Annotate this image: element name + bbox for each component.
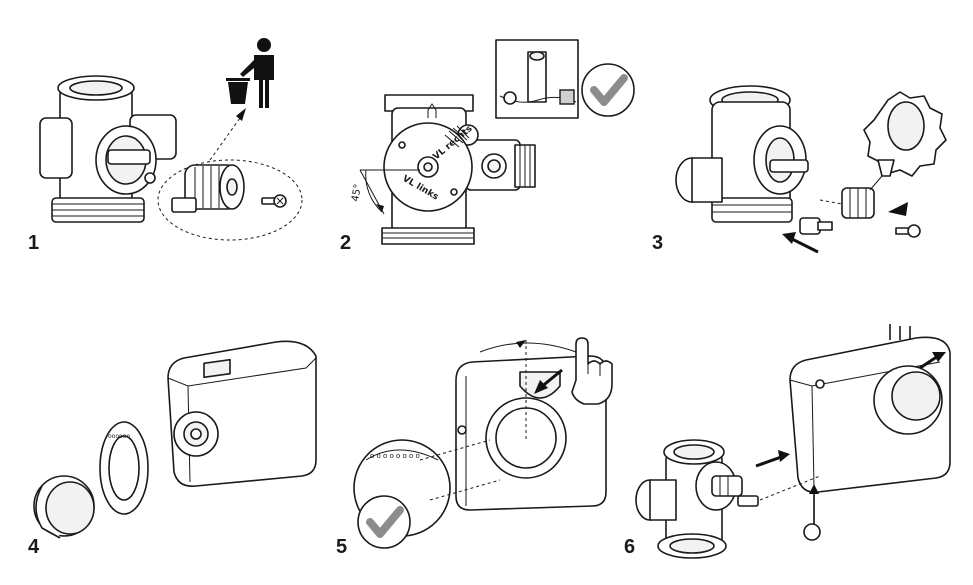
step-number: 6 <box>624 536 636 558</box>
inset-detail <box>495 39 579 119</box>
handwheel-knob <box>171 164 245 213</box>
svg-text:o o o o o o o o: o o o o o o o o <box>370 452 420 460</box>
step-3-panel: 3 <box>650 0 973 270</box>
gear-adapter <box>863 91 947 177</box>
trash-disposal-icon <box>226 38 274 108</box>
coupling <box>841 159 908 219</box>
step-1-illustration <box>39 38 303 241</box>
handwheel-cap <box>33 475 95 539</box>
checkmark-icon <box>581 63 635 117</box>
step-6-panel: 6 <box>620 300 973 585</box>
spindle-nut <box>799 199 843 235</box>
step-4-panel: oooooo 4 <box>0 300 330 585</box>
step-number: 5 <box>336 536 348 558</box>
step-6-illustration <box>635 324 951 559</box>
callout-pointer <box>803 484 821 541</box>
screw <box>895 224 921 238</box>
actuator-housing <box>789 336 951 494</box>
valve-body <box>635 439 759 559</box>
checkmark-icon <box>357 495 411 549</box>
angle-indicator: 45° <box>350 169 420 215</box>
hand-icon <box>889 324 946 370</box>
step-number: 2 <box>340 232 352 254</box>
angle-label: 45° <box>350 183 364 202</box>
step-number: 3 <box>652 232 664 254</box>
actuator-housing <box>167 340 317 488</box>
arrow-icon <box>782 232 819 254</box>
step-4-illustration: oooooo <box>33 340 317 539</box>
step-1-panel: 1 <box>0 0 320 270</box>
valve-body <box>675 85 809 223</box>
valve-body <box>39 75 177 223</box>
step-2-illustration: VL rechts VL links 45° <box>350 39 635 245</box>
scale-ring: oooooo <box>99 421 149 515</box>
step-number: 4 <box>28 536 40 558</box>
step-5-panel: o o o o o o o o 5 <box>330 300 630 585</box>
screw <box>261 194 287 208</box>
step-2-panel: VL rechts VL links 45° 2 <box>320 0 650 270</box>
step-3-illustration <box>675 85 947 254</box>
step-number: 1 <box>28 232 40 254</box>
hand-pointer-icon <box>534 337 613 405</box>
svg-text:oooooo: oooooo <box>108 433 130 440</box>
detail-ellipse <box>157 159 303 241</box>
arrow-icon <box>755 450 790 468</box>
step-5-illustration: o o o o o o o o <box>353 337 613 549</box>
actuator-front <box>455 340 607 511</box>
